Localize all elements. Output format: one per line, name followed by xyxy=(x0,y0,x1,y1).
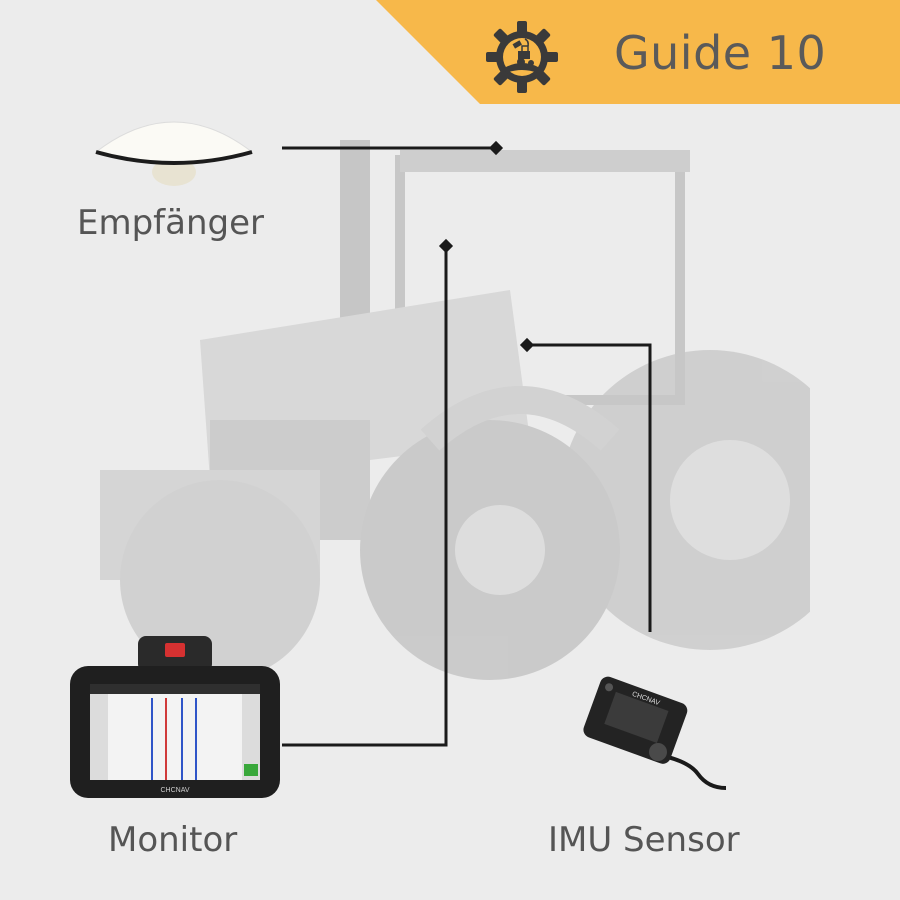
imu-sensor-label: IMU Sensor xyxy=(548,820,740,860)
monitor-marker xyxy=(438,238,454,254)
satellite-icon xyxy=(512,38,529,49)
receiver-marker xyxy=(488,140,504,156)
receiver-label: Empfänger xyxy=(77,203,265,243)
monitor-brand: CHCNAV xyxy=(160,787,189,794)
monitor-device: CHCNAV xyxy=(70,636,280,798)
receiver-antenna xyxy=(94,121,254,186)
imu-connector xyxy=(527,343,652,632)
monitor-label: Monitor xyxy=(108,820,238,860)
imu-marker xyxy=(519,337,535,353)
gear-icon xyxy=(486,21,558,93)
monitor-connector xyxy=(282,246,448,747)
tractor-illustration xyxy=(100,140,810,680)
banner-title: Guide 10 xyxy=(614,26,827,80)
imu-sensor-device: CHCNAV xyxy=(583,676,727,790)
